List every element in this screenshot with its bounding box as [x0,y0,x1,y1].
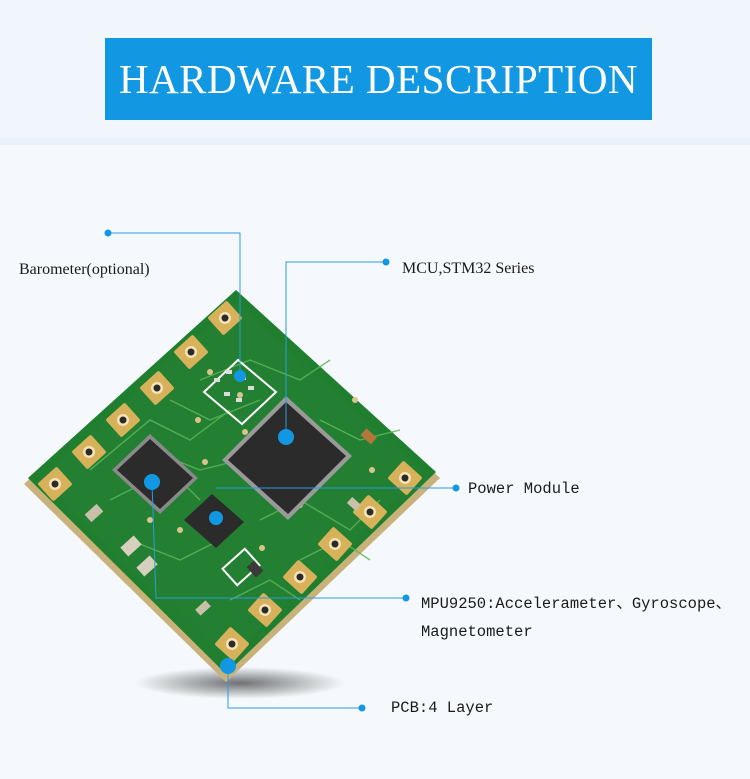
pcb-marker [220,658,236,674]
mpu-marker [144,474,160,490]
callout-lines [108,232,456,709]
header-panel: HARDWARE DESCRIPTION [0,0,750,138]
pcb-label: PCB:4 Layer [391,699,494,717]
board-shadow [135,667,345,699]
pcb-pads-left [38,301,242,501]
power-module-label: Power Module [468,480,580,498]
mcu-marker [278,429,294,445]
page-title: HARDWARE DESCRIPTION [118,56,639,102]
power-dot [452,484,460,492]
barometer-marker [234,370,246,382]
mpu-label-line1: MPU9250:Accelerameter、Gyroscope、 [421,595,732,613]
barometer-dot [104,229,112,237]
pcb-dot [358,704,366,712]
mcu-label: MCU,STM32 Series [402,260,535,277]
mcu-chip [222,396,352,520]
callout-dots [104,229,460,712]
smd-components [84,428,377,616]
mpu-label-line2: Magnetometer [421,623,533,641]
power-marker [209,511,223,525]
pcb-inner [40,302,424,662]
title-banner: HARDWARE DESCRIPTION [105,38,652,120]
pcb-pads-right [215,461,422,661]
mcu-dot [382,258,390,266]
mpu-dot [402,594,410,602]
mpu9250-chip [112,434,198,514]
barometer-label: Barometer(optional) [19,261,150,278]
pcb-board [24,290,440,682]
